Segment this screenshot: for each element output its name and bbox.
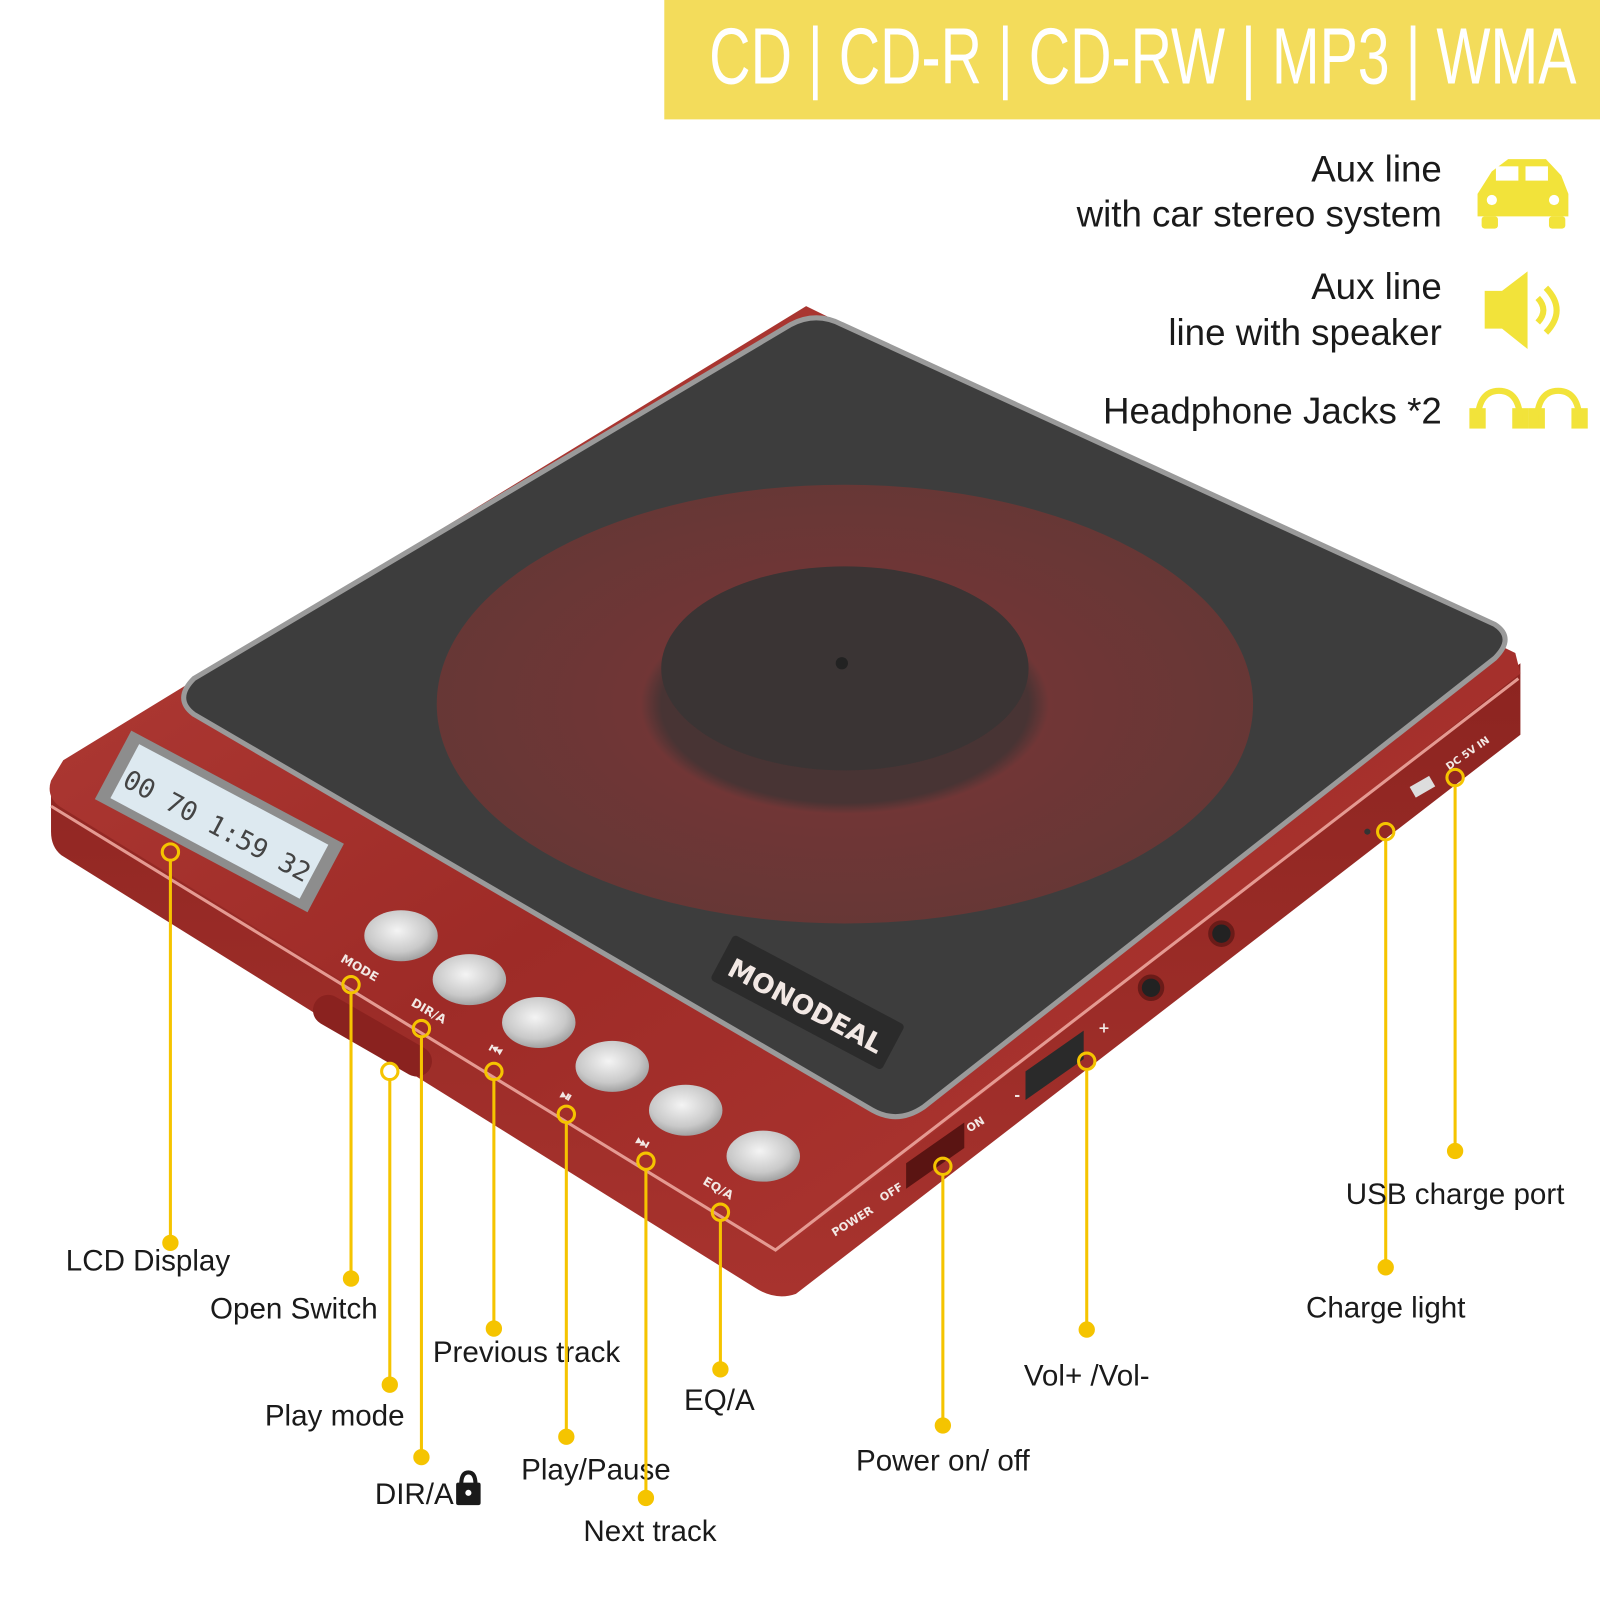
callout-volume: Vol+ /Vol- <box>1024 1051 1150 1393</box>
previous-track-button[interactable] <box>502 996 576 1048</box>
callouts: LCD Display Open Switch Play mode DIR/A … <box>66 767 1565 1548</box>
format-banner: CD | CD-R | CD-RW | MP3 | WMA <box>664 0 1600 120</box>
callout-open-switch: Open Switch <box>210 975 378 1325</box>
volume-wheel[interactable]: - + <box>1014 1021 1110 1104</box>
callout-previous-track: Previous track <box>433 1061 621 1369</box>
callout-charge-light: Charge light <box>1306 821 1466 1324</box>
svg-text:Vol+ /Vol-: Vol+ /Vol- <box>1024 1360 1150 1393</box>
callout-power: Power on/ off <box>856 1156 1031 1477</box>
speaker-icon <box>1484 271 1560 349</box>
svg-text:USB charge port: USB charge port <box>1346 1178 1565 1211</box>
feature-line: line with speaker <box>1168 312 1442 353</box>
svg-text:Open Switch: Open Switch <box>210 1292 378 1325</box>
feature-line: Aux line <box>1311 149 1442 190</box>
lock-icon <box>456 1470 481 1506</box>
svg-text:Next track: Next track <box>583 1515 716 1548</box>
svg-text:+: + <box>1098 1021 1110 1037</box>
open-switch[interactable] <box>307 989 437 1082</box>
svg-text:Play mode: Play mode <box>265 1400 405 1433</box>
feature-line: with car stereo system <box>1076 194 1442 235</box>
svg-text:Charge light: Charge light <box>1306 1291 1466 1324</box>
callout-lcd-display: LCD Display <box>66 842 231 1277</box>
banner-formats: CD | CD-R | CD-RW | MP3 | WMA <box>709 12 1576 101</box>
feature-speaker-aux: Aux line line with speaker <box>1168 266 1560 353</box>
feature-line: Aux line <box>1311 266 1442 307</box>
next-track-button[interactable] <box>648 1084 723 1136</box>
dir-a-button[interactable] <box>432 954 507 1006</box>
banner-background <box>664 0 1600 120</box>
callout-usb-charge-port: USB charge port <box>1346 767 1565 1211</box>
feature-headphones: Headphone Jacks *2 <box>1103 387 1588 431</box>
svg-text:Power on/ off: Power on/ off <box>856 1444 1031 1477</box>
svg-text:-: - <box>1014 1088 1020 1104</box>
svg-text:Previous track: Previous track <box>433 1336 621 1369</box>
callout-play-mode: Play mode <box>265 1061 405 1433</box>
svg-text:DIR/A: DIR/A <box>375 1478 454 1511</box>
cd-player: MONODEAL 00 70 1:59 32 MODE DIR/A ⏮ ⏯ ⏭ … <box>49 306 1521 1297</box>
feature-car-aux: Aux line with car stereo system <box>1076 149 1569 235</box>
svg-text:LCD Display: LCD Display <box>66 1244 231 1277</box>
play-pause-button[interactable] <box>575 1040 649 1092</box>
feature-list: Aux line with car stereo system Aux line… <box>1076 149 1588 431</box>
svg-text:Play/Pause: Play/Pause <box>521 1454 671 1487</box>
headphone-jack-1[interactable] <box>1137 974 1165 1002</box>
eq-a-button[interactable] <box>726 1130 800 1182</box>
mode-button[interactable] <box>364 910 438 962</box>
svg-text:EQ/A: EQ/A <box>684 1384 755 1417</box>
charge-light <box>1364 828 1371 835</box>
callout-next-track: Next track <box>583 1151 717 1548</box>
car-icon <box>1477 159 1569 229</box>
usb-port[interactable] <box>1409 775 1436 798</box>
callout-eq-a: EQ/A <box>684 1202 755 1417</box>
headphones-icon <box>1469 387 1588 429</box>
headphone-jack-2[interactable] <box>1208 920 1235 947</box>
callout-dir-a: DIR/A <box>375 1018 481 1511</box>
feature-line: Headphone Jacks *2 <box>1103 390 1442 431</box>
